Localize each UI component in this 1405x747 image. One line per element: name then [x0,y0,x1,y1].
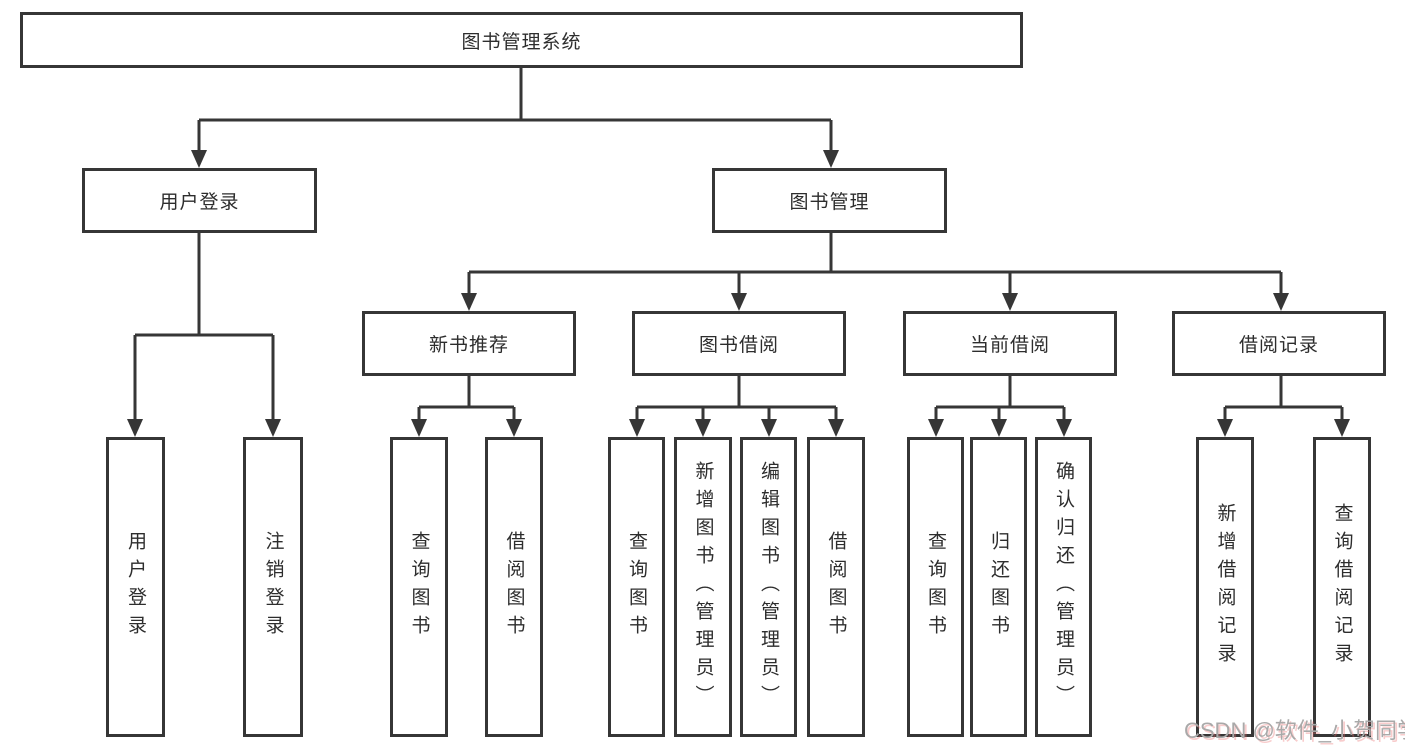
leaf-query-books-borrowing: 查询图书 [608,437,665,737]
node-label: 图书管理 [789,192,870,213]
node-new-book-recommendation: 新书推荐 [362,311,576,376]
node-label: 用户登录 [125,531,146,643]
leaf-edit-books-admin: 编辑图书（管理员） [740,437,797,737]
node-label: 查询图书 [408,531,430,643]
leaf-query-borrow-record: 查询借阅记录 [1313,437,1371,737]
node-label: 查询图书 [626,531,647,643]
node-label: 归还图书 [988,531,1009,643]
arrowhead [411,419,427,437]
watermark: CSDN @软件_小贺同学 [1184,718,1405,743]
node-label: 借阅记录 [1238,335,1319,356]
node-label: 确认归还（管理员） [1053,461,1074,713]
arrowhead [1334,419,1350,437]
leaf-query-books-recommend: 查询图书 [390,437,448,737]
arrowhead [506,419,522,437]
node-label: 新书推荐 [428,335,509,356]
arrowhead [1056,419,1072,437]
node-label: 图书管理系统 [461,31,582,53]
arrowhead [823,150,839,168]
node-label: 当前借阅 [969,335,1050,356]
leaf-return-books: 归还图书 [970,437,1027,737]
node-label: 查询图书 [925,531,946,643]
arrowhead [761,419,777,437]
leaf-borrow-books-recommend: 借阅图书 [485,437,543,737]
arrowhead [127,419,143,437]
arrowhead [191,150,207,168]
node-borrowing-records: 借阅记录 [1172,311,1386,376]
leaf-confirm-return-admin: 确认归还（管理员） [1035,437,1092,737]
node-library-system: 图书管理系统 [20,12,1023,68]
arrowhead [731,293,747,311]
node-label: 图书借阅 [698,335,779,356]
node-label: 借阅图书 [825,531,847,643]
leaf-add-borrow-record: 新增借阅记录 [1196,437,1254,737]
node-label: 新增图书（管理员） [692,461,714,713]
connector-lines [133,68,1344,421]
node-label: 注销登录 [262,531,284,643]
node-label: 用户登录 [159,192,240,213]
node-current-borrowing: 当前借阅 [903,311,1117,376]
leaf-logout: 注销登录 [243,437,303,737]
arrowhead [265,419,281,437]
node-label: 编辑图书（管理员） [758,461,779,713]
arrowhead [1002,293,1018,311]
node-book-borrowing: 图书借阅 [632,311,846,376]
arrowhead [629,419,645,437]
arrowhead [1217,419,1233,437]
node-user-login: 用户登录 [82,168,317,233]
node-label: 查询借阅记录 [1331,503,1353,671]
leaf-borrow-books: 借阅图书 [807,437,865,737]
node-book-management: 图书管理 [712,168,947,233]
arrowhead [991,419,1007,437]
node-label: 借阅图书 [503,531,525,643]
arrowhead [461,293,477,311]
leaf-user-login: 用户登录 [106,437,165,737]
arrowhead [695,419,711,437]
leaf-query-books-current: 查询图书 [907,437,964,737]
arrowhead [1273,293,1289,311]
node-label: 新增借阅记录 [1214,503,1236,671]
leaf-add-books-admin: 新增图书（管理员） [674,437,732,737]
arrowhead [828,419,844,437]
arrowhead [928,419,944,437]
